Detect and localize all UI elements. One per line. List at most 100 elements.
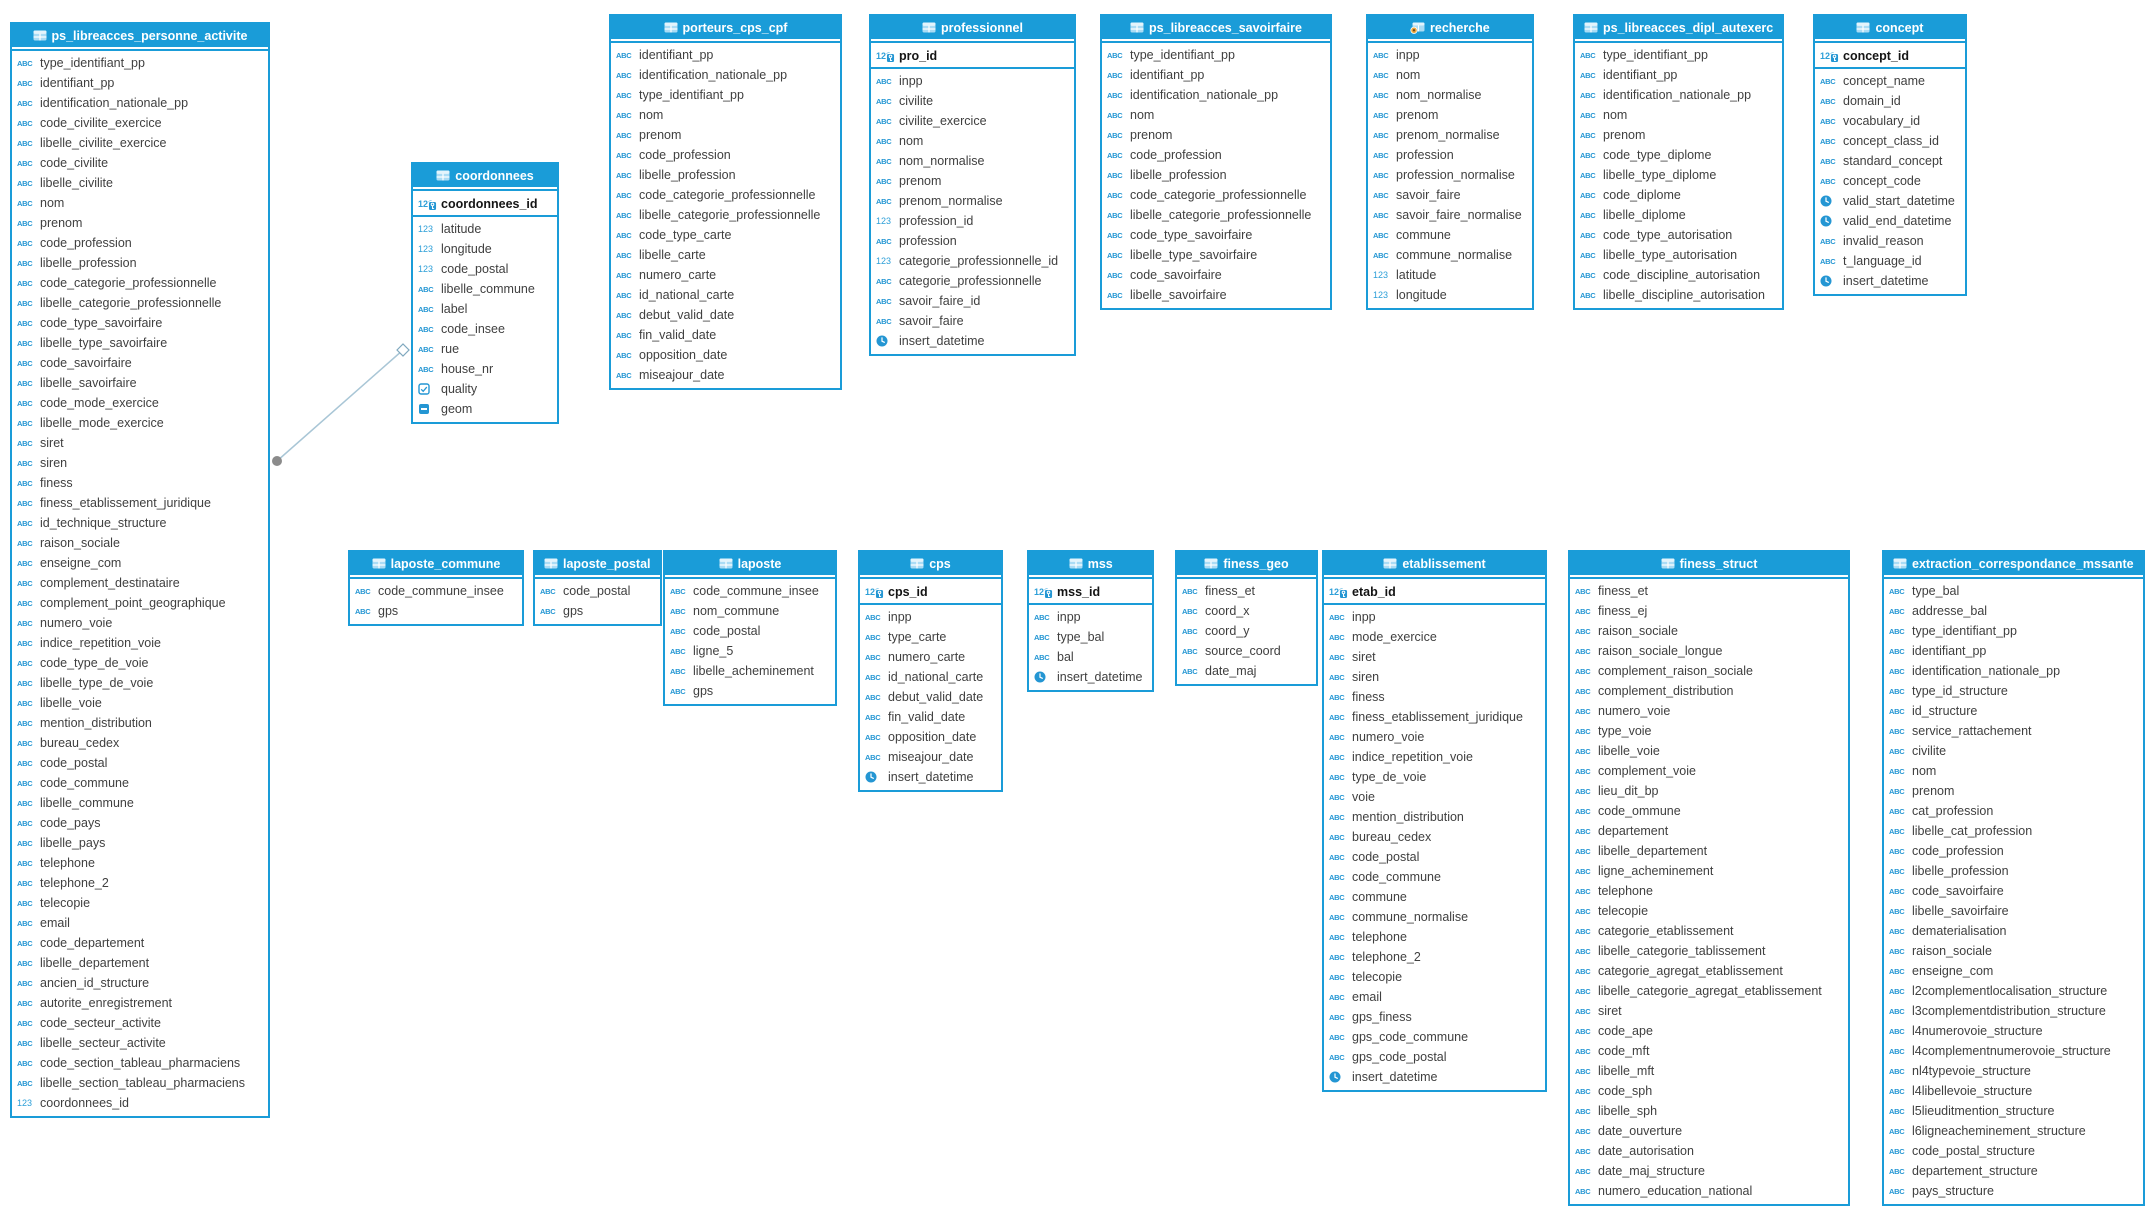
- column-row[interactable]: insert_datetime: [860, 767, 1001, 787]
- entity-header[interactable]: laposte_postal: [535, 552, 660, 575]
- entity-header[interactable]: finess_struct: [1570, 552, 1848, 575]
- column-row[interactable]: valid_start_datetime: [1815, 191, 1965, 211]
- column-row[interactable]: insert_datetime: [1029, 667, 1152, 687]
- entity-header[interactable]: ps_libreacces_personne_activite: [12, 24, 268, 47]
- entity-header[interactable]: etablissement: [1324, 552, 1545, 575]
- entity-header[interactable]: porteurs_cps_cpf: [611, 16, 840, 39]
- column-row[interactable]: insert_datetime: [1324, 1067, 1545, 1087]
- column-row[interactable]: insert_datetime: [871, 331, 1074, 351]
- column-row[interactable]: quality: [413, 379, 557, 399]
